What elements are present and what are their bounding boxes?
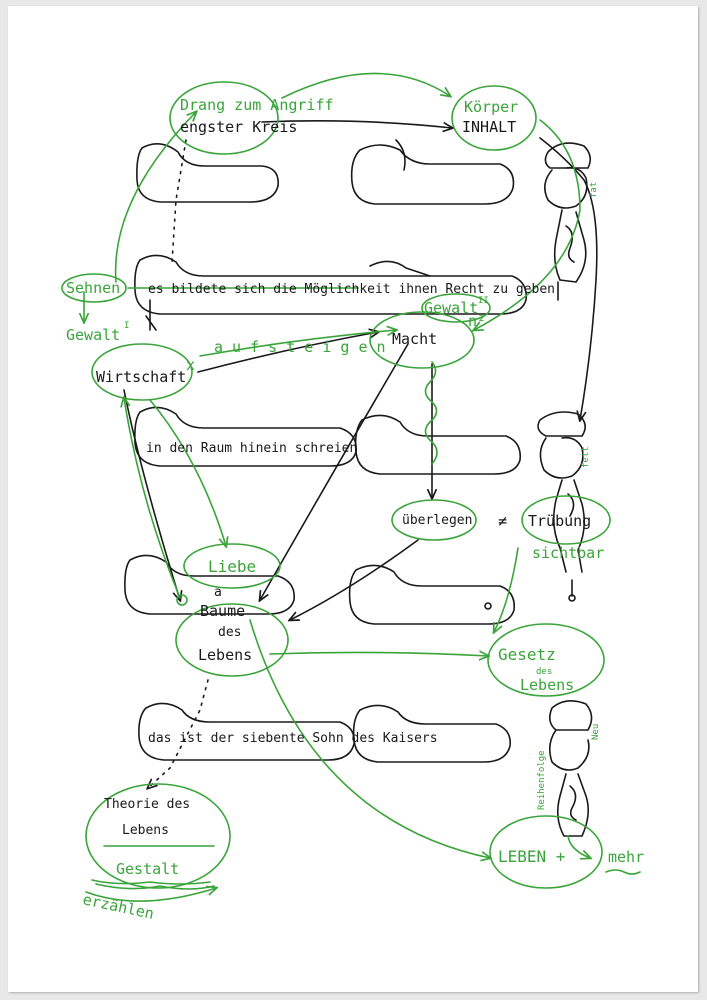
cloud-shape [134, 406, 357, 467]
label-fig-neu: Neu [591, 724, 601, 740]
cloud-shape [352, 704, 512, 763]
label-baume: Baume [200, 602, 245, 620]
label-reihenfolge: Reihenfolge [537, 750, 547, 810]
label-wirtschaft-x: x [186, 356, 195, 374]
label-inhalt: INHALT [462, 118, 516, 136]
cloud-shape [136, 143, 279, 203]
phrase-raum: in den Raum hinein schreien [146, 441, 357, 456]
label-gewalt2: Gewalt [424, 299, 478, 317]
phrase-moeglichkeit: es bildete sich die Möglichkeit ihnen Re… [148, 282, 555, 297]
black-clouds [124, 143, 528, 763]
cloud-shape [369, 260, 431, 277]
bubble-ueberlegen [391, 499, 477, 541]
label-gesetz-lebens: Lebens [520, 676, 574, 694]
label-truebung: Trübung [528, 512, 591, 530]
bubble-gesetz [487, 623, 605, 697]
label-ueberlegen: überlegen [402, 513, 472, 528]
bubble-theorie [85, 783, 231, 889]
label-neq: ≠ [498, 512, 507, 530]
label-gesetz: Gesetz [498, 645, 556, 664]
label-gestalt: Gestalt [116, 860, 179, 878]
green-labels: Drang zum Angriff Körper Sehnen Gewalt I… [66, 96, 644, 923]
label-theorie: Theorie des [104, 797, 190, 812]
label-gewalt-sup: I [124, 321, 129, 331]
label-gewalt2-sup: II [478, 296, 489, 306]
black-labels: engster Kreis INHALT es bildete sich die… [96, 118, 591, 838]
bubble-leben [489, 815, 603, 889]
bubble-wirtschaft [91, 343, 193, 401]
label-sichtbar: sichtbar [532, 544, 604, 562]
green-bubbles [61, 81, 611, 889]
label-fig-fat: fat [589, 182, 599, 198]
label-koerper: Körper [464, 98, 518, 116]
label-wirtschaft: Wirtschaft [96, 368, 186, 386]
label-engster-kreis: engster Kreis [180, 118, 297, 136]
label-aufsteigen: a u f s t e i g e n [214, 338, 386, 356]
label-erzaehlen: erzählen [81, 890, 155, 923]
label-theorie-lebens: Lebens [122, 823, 169, 838]
small-circle [568, 594, 576, 602]
bubble-sehnen [61, 273, 127, 303]
cloud-shape [354, 414, 522, 475]
label-des: des [218, 625, 241, 640]
label-liebe: Liebe [208, 557, 256, 576]
label-n2: n² [468, 312, 486, 330]
bubble-macht [369, 311, 475, 369]
bubble-drang [169, 81, 279, 155]
label-leben-plus: LEBEN + [498, 847, 565, 866]
figure-neu [548, 700, 593, 837]
cloud-shape [350, 144, 515, 205]
label-a: a [214, 585, 222, 600]
cloud-shape [134, 254, 528, 315]
label-fig-fett: fett [581, 446, 591, 468]
label-macht: Macht [392, 330, 437, 348]
cloud-shape [348, 564, 516, 625]
figure-fett [537, 411, 586, 573]
paper-sheet [8, 6, 698, 992]
bubble-lebens [175, 603, 289, 677]
label-sehnen: Sehnen [66, 279, 120, 297]
small-circle [484, 602, 492, 610]
label-drang: Drang zum Angriff [180, 96, 334, 114]
small-circle [176, 594, 188, 606]
figure-fat [544, 142, 592, 301]
green-connectors [84, 72, 590, 902]
phrase-sohn: das ist der siebente Sohn des Kaisers [148, 731, 438, 746]
bubble-gewalt2 [421, 293, 491, 323]
bubble-truebung [521, 495, 611, 545]
bubble-liebe [183, 543, 281, 589]
mehr-underline [605, 869, 641, 875]
label-gewalt: Gewalt [66, 326, 120, 344]
label-mehr: mehr [608, 848, 644, 866]
bubble-koerper [451, 85, 537, 151]
label-gesetz-des: des [536, 667, 552, 677]
label-lebens: Lebens [198, 646, 252, 664]
